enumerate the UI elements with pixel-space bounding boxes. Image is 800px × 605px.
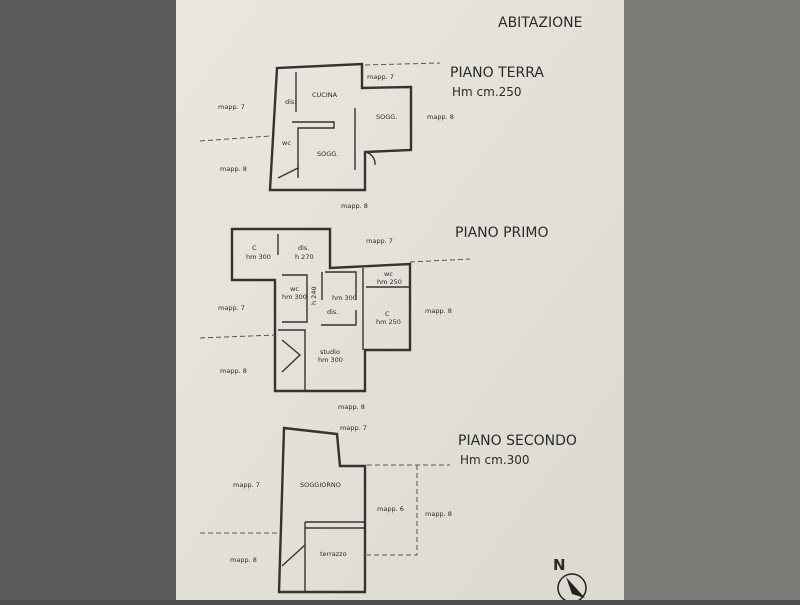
room-label: C	[385, 310, 390, 318]
outer-wall	[277, 426, 367, 594]
parcel-label: mapp. 7	[218, 304, 245, 312]
room-height: hm 300	[318, 356, 343, 364]
parcel-label: mapp. 8	[425, 307, 452, 315]
room-label: dis.	[298, 244, 309, 252]
parcel-label: mapp. 7	[218, 103, 245, 111]
document-title: ABITAZIONE	[498, 15, 582, 31]
room-label: wc	[282, 139, 291, 147]
piano-secondo-plan: SOGGIORNO terrazzo mapp. 7 mapp. 7 mapp.…	[200, 424, 577, 594]
room-height: h 270	[295, 253, 314, 261]
parcel-label: mapp. 8	[230, 556, 257, 564]
parcel-label: mapp. 8	[220, 165, 247, 173]
room-label: wc	[290, 285, 299, 293]
parcel-label: mapp. 6	[377, 505, 404, 513]
room-label: studio	[320, 348, 340, 356]
floor-height: Hm cm.300	[460, 453, 530, 467]
room-label: SOGGIORNO	[300, 481, 341, 489]
room-height: hm 300	[282, 293, 307, 301]
parcel-label: mapp. 8	[220, 367, 247, 375]
room-label: SOGG.	[376, 113, 397, 121]
room-label: SOGG.	[317, 150, 338, 158]
parcel-label: mapp. 8	[338, 403, 365, 411]
north-label: N	[553, 556, 566, 574]
parcel-label: mapp. 8	[427, 113, 454, 121]
piano-terra-plan: CUCINA dis. SOGG. wc SOGG. mapp. 7 mapp.…	[199, 62, 544, 210]
parcel-label: mapp. 8	[425, 510, 452, 518]
room-height: hm 300	[246, 253, 271, 261]
parcel-label: mapp. 7	[366, 237, 393, 245]
room-label: dis.	[327, 308, 338, 316]
room-height: hm 250	[377, 278, 402, 286]
floor-title: PIANO TERRA	[450, 65, 544, 81]
room-height: h 240	[310, 286, 318, 305]
room-height: hm 300	[332, 294, 357, 302]
room-label: wc	[384, 270, 393, 278]
parcel-label: mapp. 7	[340, 424, 367, 432]
parcel-label: mapp. 7	[367, 73, 394, 81]
room-label: terrazzo	[320, 550, 347, 558]
parcel-label: mapp. 7	[233, 481, 260, 489]
background-right	[622, 0, 800, 600]
room-label: C	[252, 244, 257, 252]
room-label: CUCINA	[312, 91, 338, 99]
room-label: dis.	[285, 98, 296, 106]
floor-title: PIANO SECONDO	[458, 433, 577, 449]
piano-primo-plan: C hm 300 dis. h 270 wc hm 300 h 240 hm 3…	[199, 225, 549, 411]
room-height: hm 250	[376, 318, 401, 326]
paper	[176, 0, 624, 600]
floor-height: Hm cm.250	[452, 85, 522, 99]
outer-wall	[230, 227, 412, 393]
floor-title: PIANO PRIMO	[455, 225, 549, 241]
background-left	[0, 0, 178, 600]
parcel-label: mapp. 8	[341, 202, 368, 210]
outer-wall	[268, 62, 413, 192]
